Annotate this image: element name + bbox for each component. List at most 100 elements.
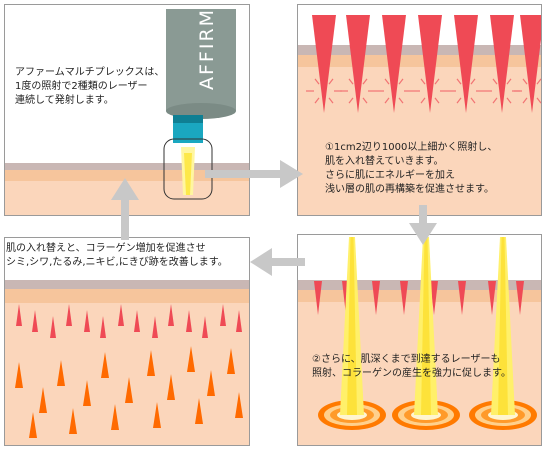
energy-ray (362, 78, 368, 85)
energy-ray (506, 97, 512, 104)
red-mark (66, 304, 72, 326)
red-mark (118, 304, 124, 326)
surface-laser-illustration (298, 5, 541, 215)
red-laser-needle (382, 15, 406, 113)
orange-mark (83, 380, 91, 406)
red-laser-needles (312, 15, 541, 113)
energy-ray (522, 97, 528, 104)
small-red-needle (488, 281, 496, 315)
panel-device: AFFIRM アファームマルチプレックスは、 1度の照射で2種類のレーザー 連続… (4, 4, 250, 216)
panel-result (4, 237, 250, 446)
red-mark (220, 304, 226, 326)
deep-laser-illustration (298, 237, 541, 445)
orange-mark (101, 352, 109, 378)
collagen-marks (15, 346, 243, 438)
arrow-down-icon (409, 205, 437, 245)
result-illustration (5, 238, 249, 445)
red-mark (236, 310, 242, 332)
orange-mark (195, 398, 203, 424)
orange-mark (57, 360, 65, 386)
energy-ray (328, 97, 334, 104)
yellow-laser-core (421, 237, 431, 415)
red-mark (202, 316, 208, 338)
energy-ray (328, 78, 334, 85)
tip-outline (163, 138, 213, 200)
orange-mark (15, 362, 23, 388)
orange-mark (153, 402, 161, 428)
red-mark (84, 310, 90, 332)
red-mark (152, 316, 158, 338)
deep-caption: ②さらに、肌深くまで到達するレーザーも 照射、コラーゲンの産生を強力に促します。 (312, 354, 511, 379)
device-illustration: AFFIRM (5, 8, 249, 215)
energy-ray (506, 78, 512, 85)
energy-ray (536, 78, 541, 85)
red-mark (134, 310, 140, 332)
energy-ray (314, 97, 320, 104)
red-mark (32, 310, 38, 332)
energy-ray (420, 78, 426, 85)
skin-surface-band (5, 163, 249, 170)
skin-upper-layer (5, 289, 249, 303)
arrow-right-icon (205, 160, 303, 188)
small-red-needle (314, 281, 322, 315)
device-caption: アファームマルチプレックスは、 1度の照射で2種類のレーザー 連続して発射します… (15, 67, 165, 106)
orange-mark (39, 387, 47, 413)
orange-mark (125, 377, 133, 403)
red-laser-needle (520, 15, 541, 113)
orange-mark (227, 348, 235, 374)
panel-surface-treatment: ①1cm2辺り1000以上細かく照射し、 肌を入れ替えていきます。 さらに肌にエ… (297, 4, 542, 216)
small-red-needle (516, 281, 524, 315)
red-laser-needle (490, 15, 514, 113)
skin-surface-band (298, 45, 541, 55)
energy-ray (398, 78, 404, 85)
energy-ray (348, 97, 354, 104)
red-mark (16, 304, 22, 326)
skin-surface-band (298, 280, 541, 290)
skin-surface-band (5, 280, 249, 289)
yellow-laser-beams (340, 237, 515, 415)
red-mark (100, 316, 106, 338)
energy-ray (492, 78, 498, 85)
energy-ray (420, 97, 426, 104)
orange-mark (167, 374, 175, 400)
energy-ray (434, 97, 440, 104)
red-laser-needle (418, 15, 442, 113)
orange-mark (147, 350, 155, 376)
energy-ray (522, 78, 528, 85)
energy-ray (348, 78, 354, 85)
red-laser-needle (454, 15, 478, 113)
orange-mark (29, 412, 37, 438)
red-laser-needle (312, 15, 336, 113)
energy-ray (362, 97, 368, 104)
small-red-needle (372, 281, 380, 315)
panel-deep-treatment: ②さらに、肌深くまで到達するレーザーも 照射、コラーゲンの産生を強力に促します。 (297, 234, 542, 446)
result-caption: 肌の入れ替えと、コラーゲン増加を促進させ シミ,シワ,たるみ,ニキビ,にきび跡を… (6, 243, 228, 268)
energy-ray (492, 97, 498, 104)
red-mark (168, 304, 174, 326)
orange-mark (235, 392, 243, 418)
arrow-left-icon (250, 248, 305, 276)
small-red-needle (400, 281, 408, 315)
energy-ray (456, 97, 462, 104)
affirm-handpiece (166, 9, 236, 111)
small-red-needle (430, 281, 438, 315)
orange-mark (111, 404, 119, 430)
yellow-laser-core (347, 237, 357, 415)
skin-lower-layer (5, 303, 249, 445)
orange-mark (69, 408, 77, 434)
red-mark (50, 316, 56, 338)
surface-caption: ①1cm2辺り1000以上細かく照射し、 肌を入れ替えていきます。 さらに肌にエ… (325, 142, 498, 195)
energy-ray (470, 97, 476, 104)
orange-mark (207, 370, 215, 396)
energy-ray (456, 78, 462, 85)
arrow-up-icon (111, 178, 139, 240)
energy-ray (470, 78, 476, 85)
red-laser-needle (346, 15, 370, 113)
regenerated-surface-marks (16, 304, 242, 338)
skin-upper-layer (5, 170, 249, 181)
small-red-needle (458, 281, 466, 315)
energy-ray (314, 78, 320, 85)
device-label: AFFIRM (196, 8, 218, 90)
yellow-laser-core (498, 237, 508, 415)
energy-ray (398, 97, 404, 104)
